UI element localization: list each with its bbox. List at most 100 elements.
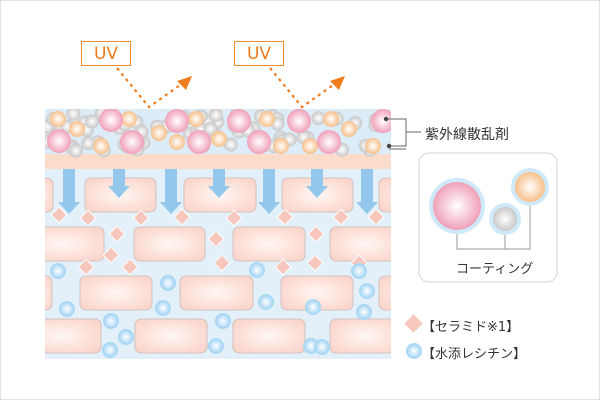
orange-particle [211,131,227,147]
orange-particle [93,138,109,154]
pointer-lines [386,118,421,150]
uv-scatter-particles [45,109,391,158]
skin-cell [378,177,391,213]
lecithin-bubble [215,313,231,329]
ceramide-diamond [367,208,385,226]
ceramide-diamond [307,225,325,243]
pink-particle [187,130,211,154]
gray-particle [208,109,223,122]
pink-particle [47,129,71,153]
arrowhead-icon [177,76,192,90]
skin-cell [329,226,391,262]
stratum-corneum-band [45,154,391,169]
skin-cell [45,226,105,262]
skin-cell [45,318,102,354]
diamond-icon [404,314,423,333]
bubble-icon [406,343,422,359]
pink-particle [227,109,251,133]
down-arrow-icon [58,169,80,214]
lecithin-bubble [359,283,375,299]
pink-particle [317,130,341,154]
skin-cell [232,226,306,262]
pink-particle [120,130,144,154]
down-arrow-icon [306,169,328,198]
orange-particle [69,121,85,137]
arrowhead-icon [330,76,345,90]
orange-particle [323,111,339,127]
lecithin-bubble [155,300,171,316]
orange-particle [302,138,318,154]
lecithin-bubble [305,299,321,315]
ceramide-diamond [79,209,97,227]
skin-cell [329,318,391,354]
legend-ceramide: 【セラミド※1】 [422,320,520,335]
gray-particle [81,136,96,151]
ceramide-markers [50,206,385,276]
ceramide-diamond [108,225,126,243]
lecithin-bubble [249,262,265,278]
blocked-uv-arrows [58,169,378,214]
down-arrow-icon [208,169,230,198]
pink-particle [247,130,271,154]
pink-particle [371,109,391,133]
lecithin-bubble [50,263,66,279]
skin-cell [232,318,306,354]
skin-cell [45,177,54,213]
down-arrow-icon [108,169,130,198]
gray-particle [203,121,218,136]
lecithin-bubble [258,294,274,310]
orange-particle [169,134,185,150]
ceramide-diamond [306,254,324,272]
coating-label: コーティング [456,262,534,277]
orange-particle [365,138,381,154]
lecithin-markers [50,262,375,358]
ceramide-diamond [213,254,231,272]
scatter-agent-label: 紫外線散乱剤 [425,127,509,143]
down-arrow-icon [258,169,280,214]
lecithin-bubble [356,304,372,320]
pink-particle [165,109,189,133]
ceramide-diamond [173,208,191,226]
orange-particle [188,111,204,127]
gray-particle [68,143,83,158]
lecithin-bubble [351,263,367,279]
skin-cell [378,275,391,311]
ceramide-diamond [274,258,292,276]
ceramide-diamond [102,246,120,264]
uv-reflection-arrows [116,67,337,109]
orange-particle [50,111,66,127]
ceramide-diamond [77,258,95,276]
pink-particle [99,109,123,132]
lecithin-bubble [102,342,118,358]
orange-particle [121,111,137,127]
lecithin-bubble [314,339,330,355]
ceramide-diamond [225,209,243,227]
lecithin-bubble [103,313,119,329]
ceramide-diamond [332,208,350,226]
lecithin-bubble [160,275,176,291]
lecithin-bubble [208,338,224,354]
skin-cell [133,226,206,262]
ceramide-diamond [276,208,294,226]
legend-lecithin: 【水添レシチン】 [422,347,527,362]
down-arrow-icon [356,169,378,214]
ceramide-diamond [50,206,68,224]
skin-cell [45,275,53,311]
orange-particle [259,111,275,127]
orange-particle [273,138,289,154]
pink-particle [287,109,311,133]
gray-particle [311,111,326,126]
ceramide-diamond [132,209,150,227]
ceramide-diamond [121,258,139,276]
lecithin-bubble [118,329,134,345]
skin-cell [79,275,153,311]
down-arrow-icon [160,169,182,214]
uv-label: UV [81,41,131,66]
lecithin-bubble [59,301,75,317]
gray-particle [85,114,100,129]
uv-label: UV [234,41,284,66]
skin-cell [134,318,208,354]
skin-cells [45,177,391,354]
